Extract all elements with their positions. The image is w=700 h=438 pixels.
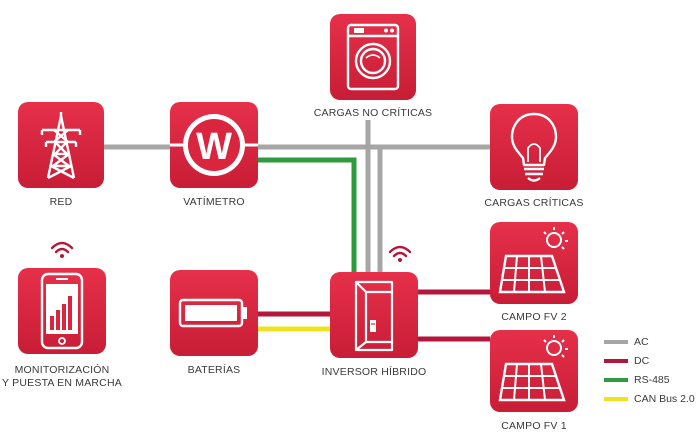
label-red: RED <box>49 196 73 208</box>
label-inversor: INVERSOR HÍBRIDO <box>321 366 427 378</box>
label-vatimetro: VATÍMETRO <box>183 196 245 208</box>
wifi-icon <box>50 241 74 258</box>
tile-red <box>18 102 104 188</box>
tile-vatimetro: W <box>170 102 258 188</box>
label-baterias: BATERÍAS <box>187 364 241 376</box>
tile-campo-fv2 <box>490 222 578 304</box>
tile-cargas-criticas <box>490 104 578 190</box>
legend-label-can: CAN Bus 2.0 <box>634 392 695 405</box>
legend-swatch-rs485 <box>604 377 628 382</box>
wattmeter-letter: W <box>196 126 232 168</box>
tile-cargas-no-criticas <box>330 14 416 100</box>
tile-inversor <box>330 272 418 358</box>
connections <box>104 120 490 342</box>
legend-item-rs485: RS-485 <box>604 370 695 389</box>
tile-monitorizacion <box>18 268 106 354</box>
legend-item-can: CAN Bus 2.0 <box>604 389 695 408</box>
inverter-icon <box>354 280 394 352</box>
tile-campo-fv1 <box>490 330 578 412</box>
solar-panel-icon <box>498 227 568 294</box>
solar-panel-icon <box>498 335 568 402</box>
legend-item-dc: DC <box>604 351 695 370</box>
label-campo-fv2: CAMPO FV 2 <box>501 311 567 323</box>
washing-machine-icon <box>346 23 400 91</box>
legend-label-rs485: RS-485 <box>634 373 670 386</box>
wattmeter-icon: W <box>170 114 258 176</box>
legend-label-dc: DC <box>634 354 650 367</box>
ac-line-cargas-criticas <box>377 144 490 272</box>
smartphone-chart-icon <box>40 272 84 350</box>
light-bulb-icon <box>510 112 558 182</box>
legend-swatch-ac <box>604 339 628 344</box>
label-cargas-no-criticas: CARGAS NO CRÍTICAS <box>313 107 433 119</box>
label-campo-fv1: CAMPO FV 1 <box>501 420 567 432</box>
legend-swatch-dc <box>604 358 628 363</box>
legend-swatch-can <box>604 396 628 401</box>
tile-baterias <box>170 270 258 356</box>
wifi-icon <box>388 245 412 262</box>
label-monitorizacion: MONITORIZACIÓN Y PUESTA EN MARCHA <box>2 364 122 389</box>
label-cargas-criticas: CARGAS CRÍTICAS <box>484 197 584 209</box>
legend: AC DC RS-485 CAN Bus 2.0 <box>604 332 695 408</box>
legend-item-ac: AC <box>604 332 695 351</box>
rs485-line-vatimetro-inversor <box>258 157 357 272</box>
legend-label-ac: AC <box>634 335 649 348</box>
transmission-tower-icon <box>40 112 82 180</box>
battery-icon <box>178 298 247 328</box>
